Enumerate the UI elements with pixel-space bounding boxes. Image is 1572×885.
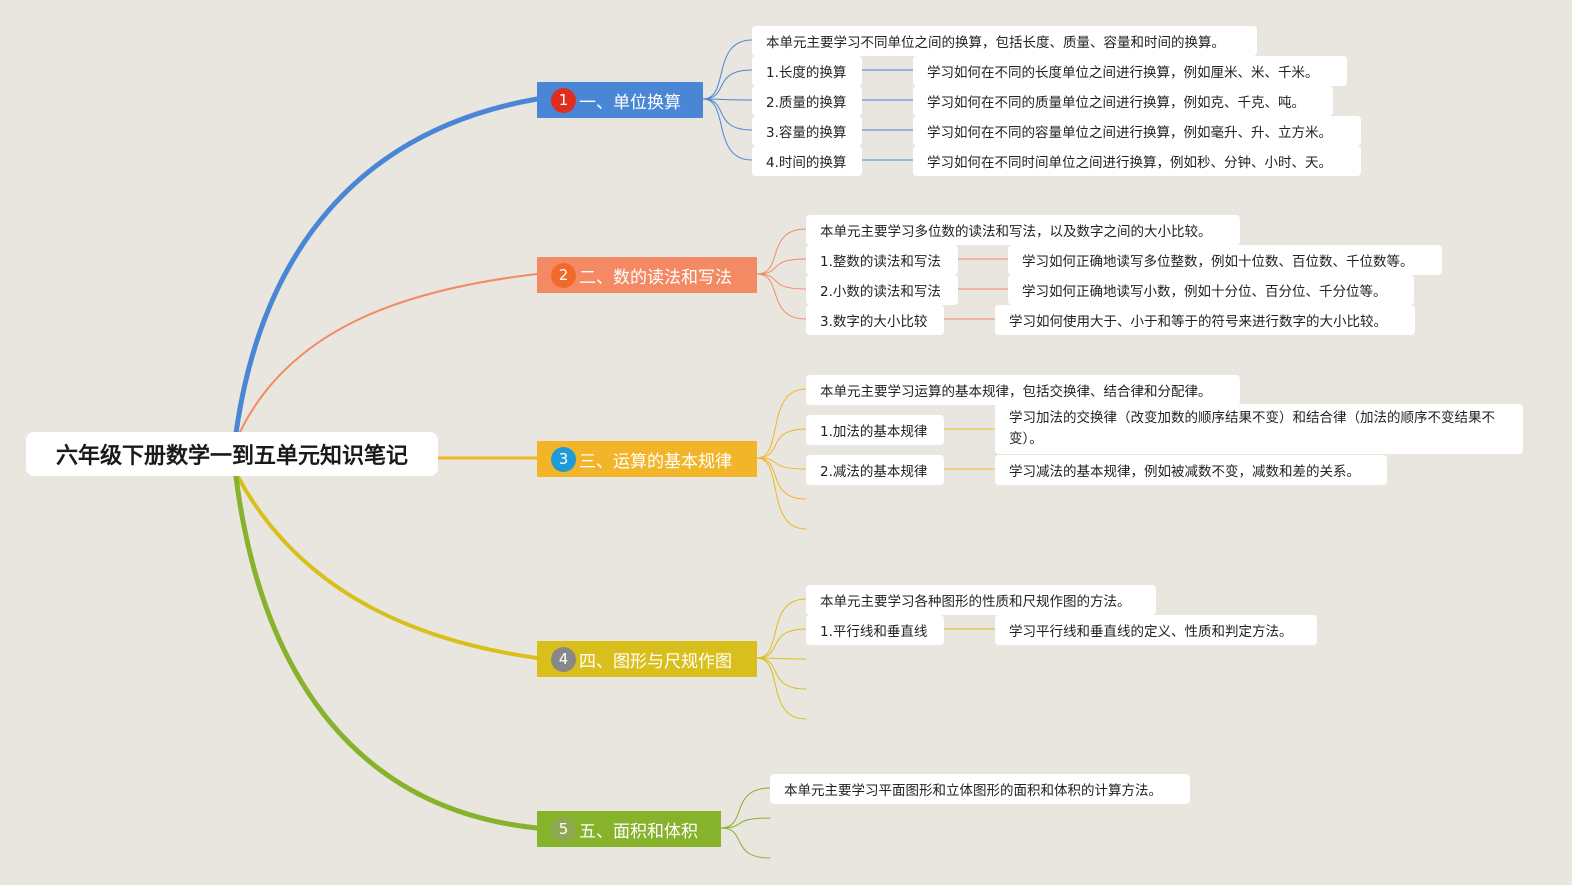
branch-unit-5-label: 五、面积和体积 [579, 821, 698, 842]
link-unit-1-child-5 [702, 98, 753, 161]
link-unit-3-child-5 [756, 457, 807, 530]
unit-1-item-3[interactable]: 3.容量的换算 [752, 116, 862, 146]
link-unit-1-child-4 [702, 98, 753, 131]
unit-1-item-2[interactable]: 2.质量的换算 [752, 86, 862, 116]
link-root-unit-2 [239, 273, 538, 433]
unit-3-item-1-detail[interactable]: 学习加法的交换律（改变加数的顺序结果不变）和结合律（加法的顺序不变结果不变）。 [995, 404, 1523, 454]
unit-4-item-1[interactable]: 1.平行线和垂直线 [806, 615, 944, 645]
link-unit-4-child-4 [756, 657, 807, 690]
unit-4-number-badge: 4 [551, 646, 576, 672]
branch-unit-2[interactable]: 2 二、数的读法和写法 [537, 257, 757, 293]
link-unit-3-child-4 [756, 457, 807, 500]
link-unit-5-child-1 [720, 787, 771, 829]
unit-2-summary[interactable]: 本单元主要学习多位数的读法和写法，以及数字之间的大小比较。 [806, 215, 1240, 245]
unit-2-item-3[interactable]: 3.数字的大小比较 [806, 305, 944, 335]
branch-unit-3[interactable]: 3 三、运算的基本规律 [537, 441, 757, 477]
unit-4-item-1-detail[interactable]: 学习平行线和垂直线的定义、性质和判定方法。 [995, 615, 1317, 645]
unit-1-item-4-detail[interactable]: 学习如何在不同时间单位之间进行换算，例如秒、分钟、小时、天。 [913, 146, 1361, 176]
link-unit-3-child-2 [756, 428, 807, 459]
link-unit-5-child-3 [720, 827, 771, 859]
link-unit-5-child-2 [720, 817, 771, 829]
branch-unit-2-label: 二、数的读法和写法 [579, 267, 732, 288]
unit-2-item-2-detail[interactable]: 学习如何正确地读写小数，例如十分位、百分位、千分位等。 [1008, 275, 1414, 305]
unit-1-summary[interactable]: 本单元主要学习不同单位之间的换算，包括长度、质量、容量和时间的换算。 [752, 26, 1257, 56]
unit-1-item-2-detail[interactable]: 学习如何在不同的质量单位之间进行换算，例如克、千克、吨。 [913, 86, 1333, 116]
link-unit-4-child-1 [756, 598, 807, 659]
unit-2-item-2[interactable]: 2.小数的读法和写法 [806, 275, 958, 305]
link-unit-2-child-1 [756, 228, 807, 275]
link-unit-2-child-2 [756, 258, 807, 275]
link-unit-1-child-1 [702, 39, 753, 100]
link-unit-3-child-3 [756, 457, 807, 470]
unit-3-number-badge: 3 [551, 446, 576, 472]
unit-5-number-badge: 5 [551, 816, 576, 842]
link-unit-4-child-5 [756, 657, 807, 720]
unit-2-item-3-detail[interactable]: 学习如何使用大于、小于和等于的符号来进行数字的大小比较。 [995, 305, 1415, 335]
branch-unit-5[interactable]: 5 五、面积和体积 [537, 811, 721, 847]
unit-1-number-badge: 1 [551, 87, 576, 113]
link-unit-3-child-1 [756, 388, 807, 459]
unit-1-item-1[interactable]: 1.长度的换算 [752, 56, 862, 86]
link-root-unit-4 [236, 475, 539, 660]
unit-3-item-2-detail[interactable]: 学习减法的基本规律，例如被减数不变，减数和差的关系。 [995, 455, 1387, 485]
link-unit-1-child-2 [702, 69, 753, 100]
unit-1-item-3-detail[interactable]: 学习如何在不同的容量单位之间进行换算，例如毫升、升、立方米。 [913, 116, 1361, 146]
unit-3-summary[interactable]: 本单元主要学习运算的基本规律，包括交换律、结合律和分配律。 [806, 375, 1240, 405]
branch-unit-1-label: 一、单位换算 [579, 92, 681, 113]
unit-3-item-2[interactable]: 2.减法的基本规律 [806, 455, 944, 485]
link-unit-4-child-3 [756, 657, 807, 660]
unit-2-number-badge: 2 [551, 262, 576, 288]
unit-2-item-1-detail[interactable]: 学习如何正确地读写多位整数，例如十位数、百位数、千位数等。 [1008, 245, 1442, 275]
link-root-unit-5 [233, 474, 540, 831]
branch-unit-3-label: 三、运算的基本规律 [579, 451, 732, 472]
unit-2-item-1[interactable]: 1.整数的读法和写法 [806, 245, 958, 275]
link-unit-4-child-2 [756, 628, 807, 659]
unit-1-item-1-detail[interactable]: 学习如何在不同的长度单位之间进行换算，例如厘米、米、千米。 [913, 56, 1347, 86]
unit-5-summary[interactable]: 本单元主要学习平面图形和立体图形的面积和体积的计算方法。 [770, 774, 1190, 804]
unit-1-item-4[interactable]: 4.时间的换算 [752, 146, 862, 176]
branch-unit-1[interactable]: 1 一、单位换算 [537, 82, 703, 118]
branch-unit-4[interactable]: 4 四、图形与尺规作图 [537, 641, 757, 677]
root-topic[interactable]: 六年级下册数学一到五单元知识笔记 [26, 432, 438, 476]
link-root-unit-1 [233, 96, 540, 436]
unit-4-summary[interactable]: 本单元主要学习各种图形的性质和尺规作图的方法。 [806, 585, 1156, 615]
unit-3-item-1[interactable]: 1.加法的基本规律 [806, 415, 944, 445]
link-unit-2-child-3 [756, 273, 807, 290]
branch-unit-4-label: 四、图形与尺规作图 [579, 651, 732, 672]
link-unit-2-child-4 [756, 273, 807, 320]
link-unit-1-child-3 [702, 98, 753, 101]
